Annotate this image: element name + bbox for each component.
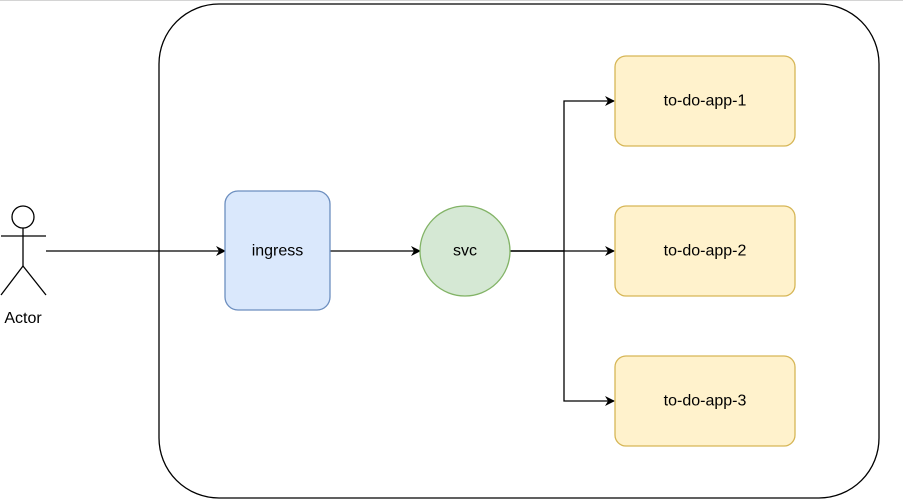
svc-label: svc xyxy=(453,243,477,260)
actor-label: Actor xyxy=(4,310,42,327)
svc-node[interactable] xyxy=(419,205,511,297)
app-node-2[interactable] xyxy=(614,205,796,297)
app-node-1[interactable] xyxy=(614,55,796,147)
app-label-1: to-do-app-1 xyxy=(664,93,747,110)
app-label-3: to-do-app-3 xyxy=(664,393,747,410)
app-label-2: to-do-app-2 xyxy=(664,243,747,260)
edge-svc-to-app-3[interactable] xyxy=(510,250,615,406)
ingress-label: ingress xyxy=(252,243,304,260)
actor-icon[interactable] xyxy=(0,205,47,296)
app-node-3[interactable] xyxy=(614,355,796,447)
ingress-node[interactable] xyxy=(224,190,331,311)
top-divider xyxy=(0,0,903,1)
